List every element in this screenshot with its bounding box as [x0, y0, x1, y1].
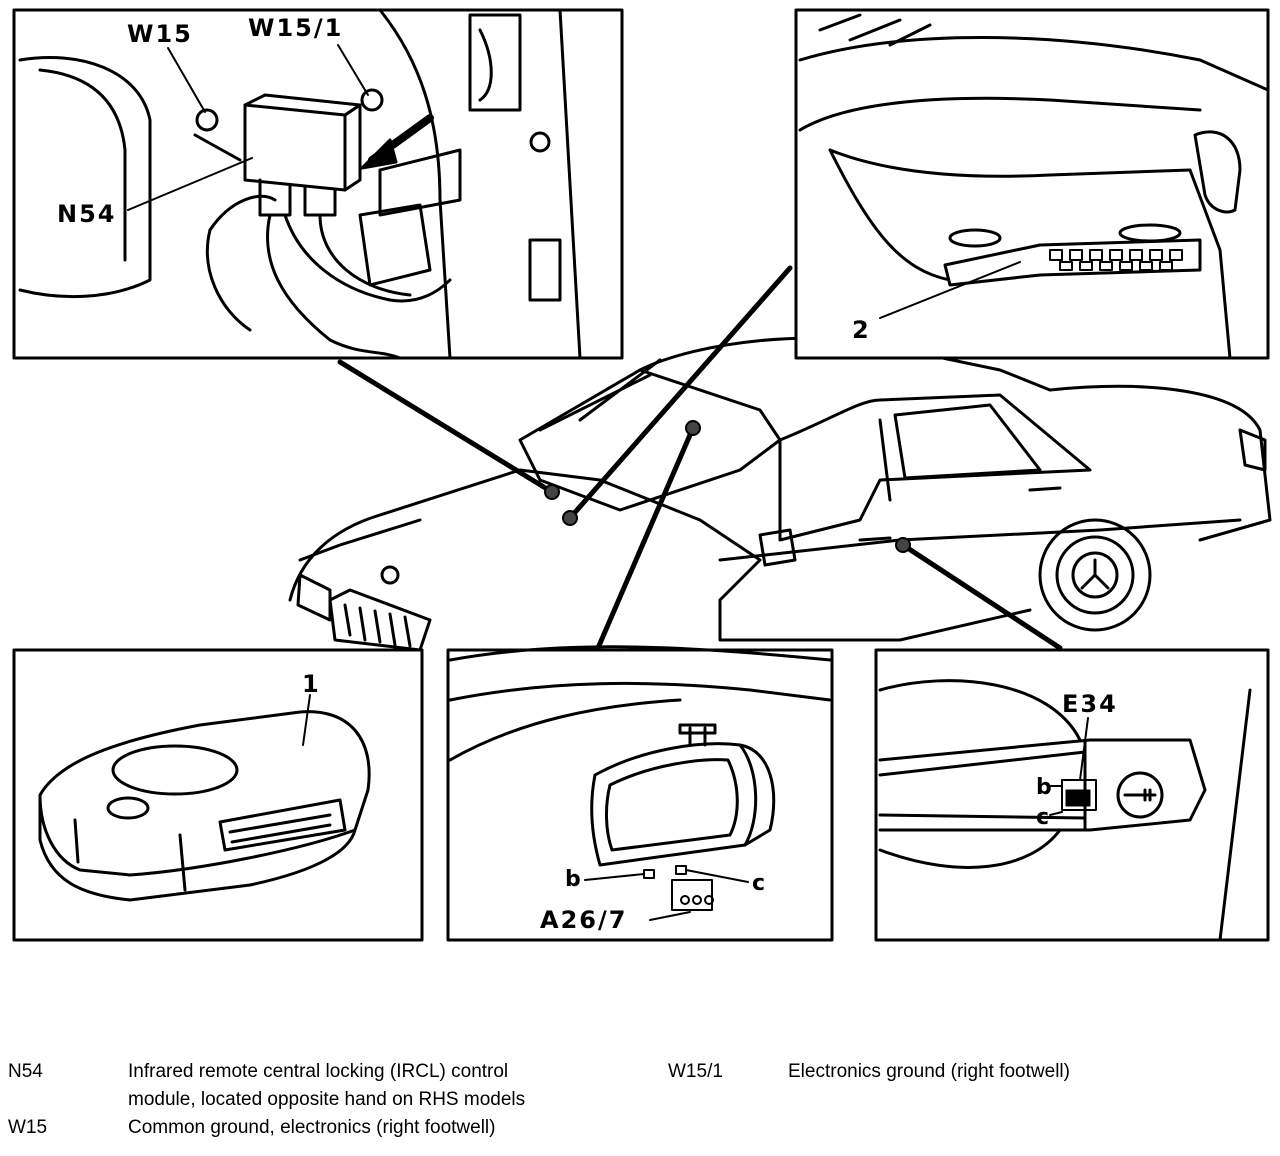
legend-code-n54: N54 [8, 1061, 43, 1082]
panel-item-1: 1 [12, 648, 424, 942]
panel-a26-7: b c A26/7 [446, 645, 834, 942]
panel-item-2: 2 [794, 8, 1270, 360]
legend-code-w15: W15 [8, 1117, 48, 1138]
pointer-dots [544, 420, 911, 553]
callout-item-2: 2 [852, 316, 871, 344]
legend-desc-n54-line1: Infrared remote central locking (IRCL) c… [128, 1061, 509, 1082]
callout-c-handle: c [1036, 805, 1049, 830]
callout-e34: E34 [1062, 690, 1118, 718]
callout-item-1: 1 [302, 670, 321, 698]
callout-a26-7: A26/7 [540, 906, 627, 934]
callout-w15-1: W15/1 [248, 14, 343, 42]
panel-e34: E34 b c [874, 648, 1270, 942]
legend-desc-w15: Common ground, electronics (right footwe… [128, 1117, 496, 1138]
legend-desc-w15-1: Electronics ground (right footwell) [788, 1061, 1070, 1082]
legend: N54 Infrared remote central locking (IRC… [0, 1058, 1280, 1148]
pointer-lines [337, 265, 1063, 651]
component-location-diagram: W15 W15/1 N54 2 1 [12, 8, 1272, 942]
legend-code-w15-1: W15/1 [668, 1061, 723, 1082]
legend-desc-n54-line2: module, located opposite hand on RHS mod… [128, 1089, 526, 1110]
vehicle-illustration [288, 336, 1272, 652]
callout-c-mirror: c [752, 871, 765, 896]
callout-b-handle: b [1036, 775, 1052, 800]
callout-n54: N54 [57, 200, 116, 228]
panel-n54-module: W15 W15/1 N54 [12, 8, 624, 360]
callout-w15: W15 [127, 20, 193, 48]
callout-b-mirror: b [565, 867, 581, 892]
